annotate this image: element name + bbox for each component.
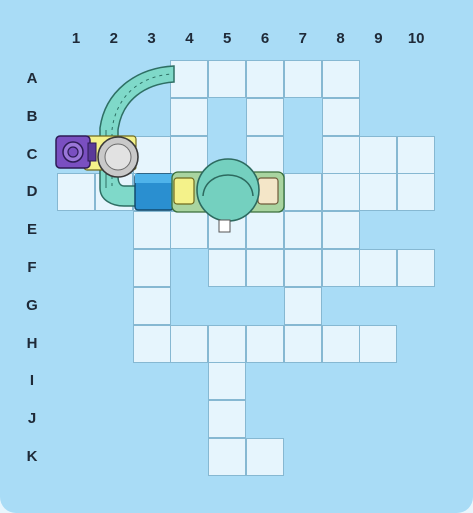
board-cell-b4[interactable] — [170, 98, 208, 136]
column-label-2: 2 — [95, 30, 133, 47]
board-cell-c10[interactable] — [397, 136, 435, 174]
board-cell-k6[interactable] — [246, 438, 284, 476]
board-cell-f7[interactable] — [284, 249, 322, 287]
column-label-1: 1 — [57, 30, 95, 47]
board-cell-a5[interactable] — [208, 60, 246, 98]
column-label-5: 5 — [208, 30, 246, 47]
row-label-E: E — [22, 220, 42, 240]
row-label-J: J — [22, 409, 42, 429]
board-cell-h4[interactable] — [170, 325, 208, 363]
row-label-K: K — [22, 447, 42, 467]
row-label-G: G — [22, 296, 42, 316]
board-cell-e4[interactable] — [170, 211, 208, 249]
board-cell-f6[interactable] — [246, 249, 284, 287]
board-cell-f3[interactable] — [133, 249, 171, 287]
board-cell-i5[interactable] — [208, 362, 246, 400]
board-cell-a6[interactable] — [246, 60, 284, 98]
row-label-F: F — [22, 258, 42, 278]
column-label-7: 7 — [284, 30, 322, 47]
purple-lock-piece[interactable] — [56, 136, 96, 168]
column-label-3: 3 — [133, 30, 171, 47]
board-cell-b8[interactable] — [322, 98, 360, 136]
row-label-C: C — [22, 145, 42, 165]
board-cell-c9[interactable] — [359, 136, 397, 174]
board-cell-d9[interactable] — [359, 173, 397, 211]
board-cell-h5[interactable] — [208, 325, 246, 363]
board-cell-c4[interactable] — [170, 136, 208, 174]
board-cell-e6[interactable] — [246, 211, 284, 249]
board-cell-e8[interactable] — [322, 211, 360, 249]
board-cell-f5[interactable] — [208, 249, 246, 287]
board-cell-d7[interactable] — [284, 173, 322, 211]
column-label-6: 6 — [246, 30, 284, 47]
board-cell-c8[interactable] — [322, 136, 360, 174]
board-cell-f9[interactable] — [359, 249, 397, 287]
row-label-H: H — [22, 334, 42, 354]
board-cell-h6[interactable] — [246, 325, 284, 363]
board-cell-h7[interactable] — [284, 325, 322, 363]
board-cell-h8[interactable] — [322, 325, 360, 363]
column-label-4: 4 — [170, 30, 208, 47]
board-cell-f8[interactable] — [322, 249, 360, 287]
column-label-8: 8 — [322, 30, 360, 47]
board-cell-d10[interactable] — [397, 173, 435, 211]
blue-block-piece[interactable] — [135, 174, 173, 210]
board-cell-f10[interactable] — [397, 249, 435, 287]
row-label-A: A — [22, 69, 42, 89]
column-label-9: 9 — [359, 30, 397, 47]
board-cell-d8[interactable] — [322, 173, 360, 211]
board-cell-j5[interactable] — [208, 400, 246, 438]
row-label-I: I — [22, 371, 42, 391]
row-label-D: D — [22, 182, 42, 202]
board-cell-a7[interactable] — [284, 60, 322, 98]
board-cell-e7[interactable] — [284, 211, 322, 249]
board-cell-g3[interactable] — [133, 287, 171, 325]
gray-wheel-piece[interactable] — [98, 137, 138, 177]
board-cell-h9[interactable] — [359, 325, 397, 363]
board-cell-g7[interactable] — [284, 287, 322, 325]
board-cell-e3[interactable] — [133, 211, 171, 249]
column-label-10: 10 — [397, 30, 435, 47]
board-cell-h3[interactable] — [133, 325, 171, 363]
row-label-B: B — [22, 107, 42, 127]
board-cell-a4[interactable] — [170, 60, 208, 98]
board-cell-c6[interactable] — [246, 136, 284, 174]
board-cell-d1[interactable] — [57, 173, 95, 211]
board-cell-b6[interactable] — [246, 98, 284, 136]
board-cell-k5[interactable] — [208, 438, 246, 476]
board-cell-a8[interactable] — [322, 60, 360, 98]
